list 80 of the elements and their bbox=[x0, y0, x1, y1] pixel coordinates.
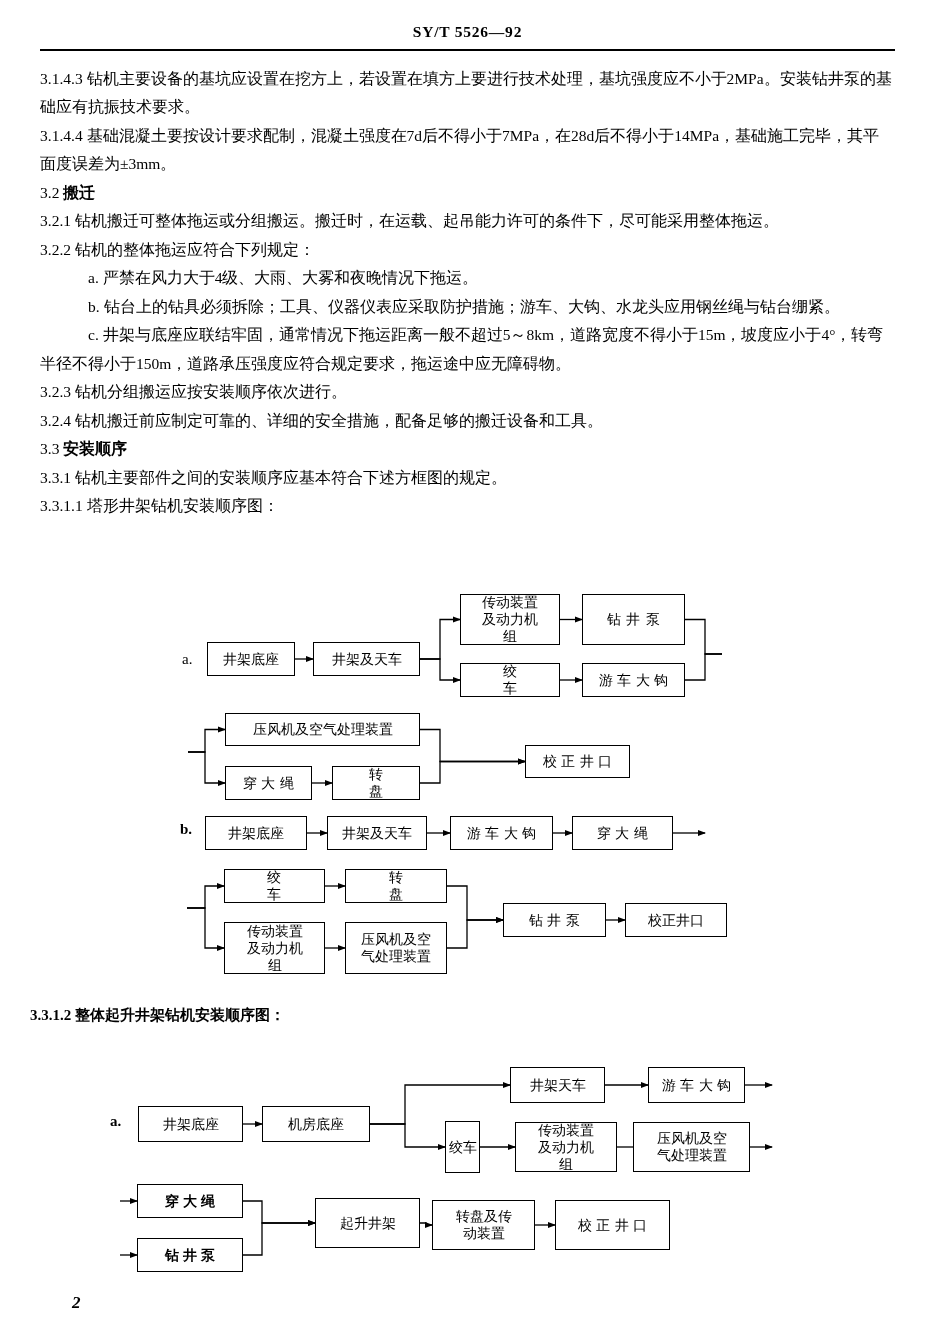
connector-line bbox=[684, 653, 723, 681]
arrow bbox=[446, 917, 504, 949]
arrow bbox=[419, 658, 461, 683]
process-box: 压风机及空气处理装置 bbox=[633, 1122, 750, 1172]
paragraph: 3.1.4.3 钻机主要设备的基坑应设置在挖方上，若设置在填方上要进行技术处理，基坑强度应不小于2MPa。安装钻井泵的基础应有抗振技术要求。 bbox=[40, 68, 893, 117]
process-box: 井架底座 bbox=[138, 1106, 243, 1142]
process-box: 游车大钩 bbox=[450, 816, 553, 850]
arrow bbox=[119, 1198, 138, 1204]
paragraph: 3.3.1 钻机主要部件之间的安装顺序应基本符合下述方框图的规定。 bbox=[40, 467, 508, 488]
process-box: 起升井架 bbox=[315, 1198, 420, 1248]
paragraph: 3.1.4.4 基础混凝土要按设计要求配制，混凝土强度在7d后不得小于7MPa，在28d后不得小于14MPa，基础施工完毕，其平面度误差为±3mm。 bbox=[40, 125, 881, 174]
process-box: 绞车 bbox=[224, 869, 325, 903]
arrow bbox=[559, 677, 583, 683]
process-box: 转盘及传动装置 bbox=[432, 1200, 535, 1250]
process-box: 井架底座 bbox=[205, 816, 307, 850]
process-box: 传动装置及动力机组 bbox=[460, 594, 560, 645]
section-heading: 3.3 安装顺序 bbox=[40, 439, 129, 459]
process-box: 校正井口 bbox=[555, 1200, 670, 1250]
arrow bbox=[552, 830, 573, 836]
arrow bbox=[242, 1121, 263, 1127]
process-box: 穿大绳 bbox=[225, 766, 312, 800]
process-box: 钻井泵 bbox=[503, 903, 606, 937]
arrow bbox=[419, 1222, 433, 1228]
paragraph: b. 钻台上的钻具必须拆除；工具、仪器仪表应采取防护措施；游车、大钩、水龙头应用钢丝绳与钻台绷紧。 bbox=[87, 296, 841, 317]
process-box: 穿大绳 bbox=[572, 816, 673, 850]
arrow bbox=[187, 751, 226, 786]
process-box: 钻井泵 bbox=[137, 1238, 243, 1272]
paragraph: 3.2.4 钻机搬迁前应制定可靠的、详细的安全措施，配备足够的搬迁设备和工具。 bbox=[40, 410, 604, 431]
arrow bbox=[419, 758, 526, 784]
document-code: SY/T 5526—92 bbox=[411, 22, 524, 42]
list-letter: b. bbox=[180, 820, 193, 839]
process-box: 游车大钩 bbox=[582, 663, 685, 697]
connector-line bbox=[616, 1146, 634, 1148]
arrow bbox=[186, 907, 225, 951]
arrow bbox=[749, 1144, 773, 1150]
arrow bbox=[479, 1144, 516, 1150]
arrow bbox=[744, 1082, 773, 1088]
arrow bbox=[311, 780, 333, 786]
paragraph: 3.2.2 钻机的整体拖运应符合下列规定： bbox=[40, 239, 316, 260]
arrow bbox=[242, 1220, 316, 1256]
process-box: 转盘 bbox=[345, 869, 447, 903]
arrow bbox=[369, 1123, 446, 1150]
process-box: 机房底座 bbox=[262, 1106, 370, 1142]
list-letter: a. bbox=[182, 650, 193, 669]
process-box: 井架及天车 bbox=[327, 816, 427, 850]
process-box: 井架底座 bbox=[207, 642, 295, 676]
arrow bbox=[672, 830, 706, 836]
arrow bbox=[324, 945, 346, 951]
section-heading: 3.2 搬迁 bbox=[40, 182, 97, 203]
process-box: 井架及天车 bbox=[313, 642, 420, 676]
arrow bbox=[119, 1252, 138, 1258]
figure-caption: 3.3.1.2 整体起升井架钻机安装顺序图： bbox=[30, 1006, 285, 1025]
process-box: 传动装置及动力机组 bbox=[515, 1122, 617, 1172]
figure-caption: 3.3.1.1 塔形井架钻机安装顺序图： bbox=[40, 496, 280, 516]
paragraph: a. 严禁在风力大于4级、大雨、大雾和夜晚情况下拖运。 bbox=[87, 268, 480, 288]
process-box: 转盘 bbox=[332, 766, 420, 800]
arrow bbox=[294, 656, 314, 662]
paragraph: 3.2.3 钻机分组搬运应按安装顺序依次进行。 bbox=[40, 382, 348, 402]
process-box: 穿大绳 bbox=[137, 1184, 243, 1218]
arrow bbox=[559, 616, 583, 623]
process-box: 绞车 bbox=[460, 663, 560, 697]
arrow bbox=[426, 830, 451, 836]
process-box: 压风机及空气处理装置 bbox=[225, 713, 420, 746]
process-box: 传动装置及动力机组 bbox=[224, 922, 325, 974]
paragraph: 3.2.1 钻机搬迁可整体拖运或分组搬运。搬迁时，在运载、起吊能力许可的条件下，尽可能采用整体拖运。 bbox=[40, 211, 780, 231]
arrow bbox=[324, 883, 346, 889]
arrow bbox=[605, 917, 626, 923]
arrow bbox=[534, 1222, 556, 1228]
process-box: 压风机及空气处理装置 bbox=[345, 922, 447, 974]
process-box: 井架天车 bbox=[510, 1067, 605, 1103]
page-number: 2 bbox=[72, 1292, 81, 1314]
process-box: 校正井口 bbox=[625, 903, 727, 937]
list-letter: a. bbox=[110, 1112, 122, 1131]
paragraph: c. 井架与底座应联结牢固，通常情况下拖运距离一般不超过5～8km，道路宽度不得小于15m，坡度应小于4°，转弯半径不得小于150m，道路承压强度应符合规定要求，拖运途中应无障碍物。 bbox=[40, 325, 885, 374]
process-box: 游车大钩 bbox=[648, 1067, 745, 1103]
process-box: 校正井口 bbox=[525, 745, 630, 778]
arrow bbox=[306, 830, 328, 836]
arrow bbox=[604, 1082, 649, 1088]
process-box: 绞车 bbox=[445, 1121, 480, 1173]
process-box: 钻井泵 bbox=[582, 594, 685, 645]
